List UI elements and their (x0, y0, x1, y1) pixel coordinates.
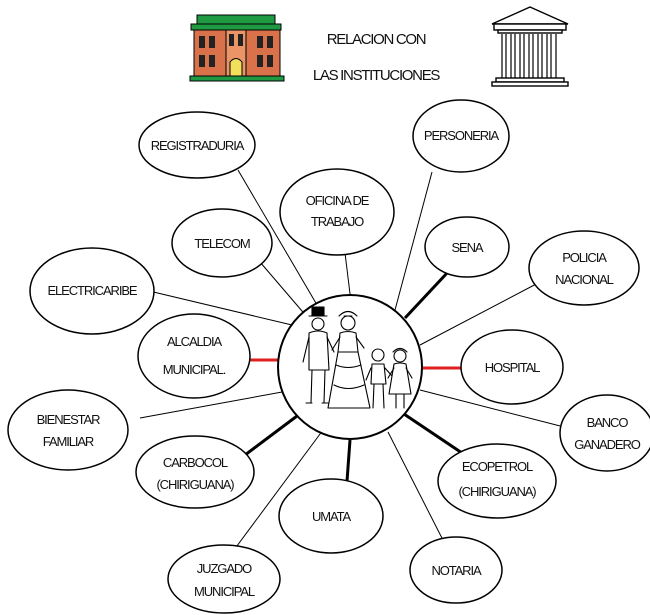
connector-lines (139, 169, 569, 559)
ellipse-bienestar (7, 389, 129, 471)
label-carbocol-2: (CHIRIGUANA) (156, 477, 234, 492)
ellipse-umata (278, 478, 384, 554)
connector-registraduria (237, 169, 321, 311)
connector-telecom (259, 261, 309, 319)
ellipse-notaria (409, 536, 503, 604)
ellipse-oficina-trabajo (279, 168, 395, 256)
ellipse-policia (528, 230, 640, 306)
label-notaria: NOTARIA (431, 563, 482, 578)
connector-electricaribe (144, 289, 293, 326)
label-oficina-trabajo-2: TRABAJO (311, 214, 364, 229)
label-telecom: TELECOM (194, 236, 249, 251)
label-oficina-trabajo-1: OFICINA DE (306, 193, 370, 208)
ellipse-banco (559, 394, 650, 472)
label-alcaldia-2: MUNICIPAL. (163, 362, 226, 377)
institution-labels: REGISTRADURIA PERSONERIA OFICINA DE TRAB… (37, 128, 642, 599)
label-registraduria: REGISTRADURIA (151, 138, 245, 153)
diagram-title-line2: LAS INSTITUCIONES (313, 67, 441, 84)
label-electricaribe: ELECTRICARIBE (47, 283, 137, 298)
label-policia-1: POLICIA (562, 250, 607, 265)
label-sena: SENA (451, 240, 483, 255)
label-juzgado-1: JUZGADO (197, 561, 252, 576)
ellipse-telecom (171, 208, 273, 278)
label-alcaldia-1: ALCALDIA (167, 334, 222, 349)
connector-carbocol (244, 408, 306, 457)
ellipse-ecopetrol (437, 443, 557, 519)
connector-sena (403, 270, 450, 320)
ellipse-electricaribe (29, 247, 155, 335)
ellipse-alcaldia (137, 313, 251, 399)
label-ecopetrol-2: (CHIRIGUANA) (458, 484, 536, 499)
ellipse-personeria (412, 99, 510, 173)
connector-ecopetrol (397, 408, 466, 457)
classical-institution-building-icon (491, 6, 569, 87)
label-ecopetrol-1: ECOPETROL (462, 459, 533, 474)
town-hall-building-icon (189, 14, 285, 82)
label-banco-2: GANADERO (574, 437, 641, 452)
label-personeria: PERSONERIA (424, 128, 500, 143)
institution-ellipses (7, 99, 650, 614)
family-illustration-icon (302, 306, 413, 409)
label-bienestar-2: FAMILIAR (43, 434, 94, 449)
ellipse-registraduria (138, 111, 256, 179)
label-banco-1: BANCO (587, 415, 629, 430)
label-hospital: HOSPITAL (485, 360, 540, 375)
connector-notaria (387, 431, 448, 549)
ellipse-hospital (460, 329, 564, 405)
ellipse-juzgado (167, 544, 281, 614)
connector-bienestar (139, 389, 294, 419)
connector-banco (419, 389, 569, 429)
connector-personeria (394, 171, 433, 311)
connector-policia (419, 281, 541, 346)
diagram-title-line1: RELACION CON (327, 31, 426, 48)
label-umata: UMATA (312, 509, 351, 524)
label-bienestar-1: BIENESTAR (37, 412, 101, 427)
label-policia-2: NACIONAL (555, 272, 614, 287)
label-carbocol-1: CARBOCOL (163, 455, 228, 470)
ellipse-carbocol (135, 435, 255, 509)
connector-juzgado (227, 429, 324, 559)
label-juzgado-2: MUNICIPAL (194, 584, 255, 599)
ellipse-sena (424, 216, 510, 278)
